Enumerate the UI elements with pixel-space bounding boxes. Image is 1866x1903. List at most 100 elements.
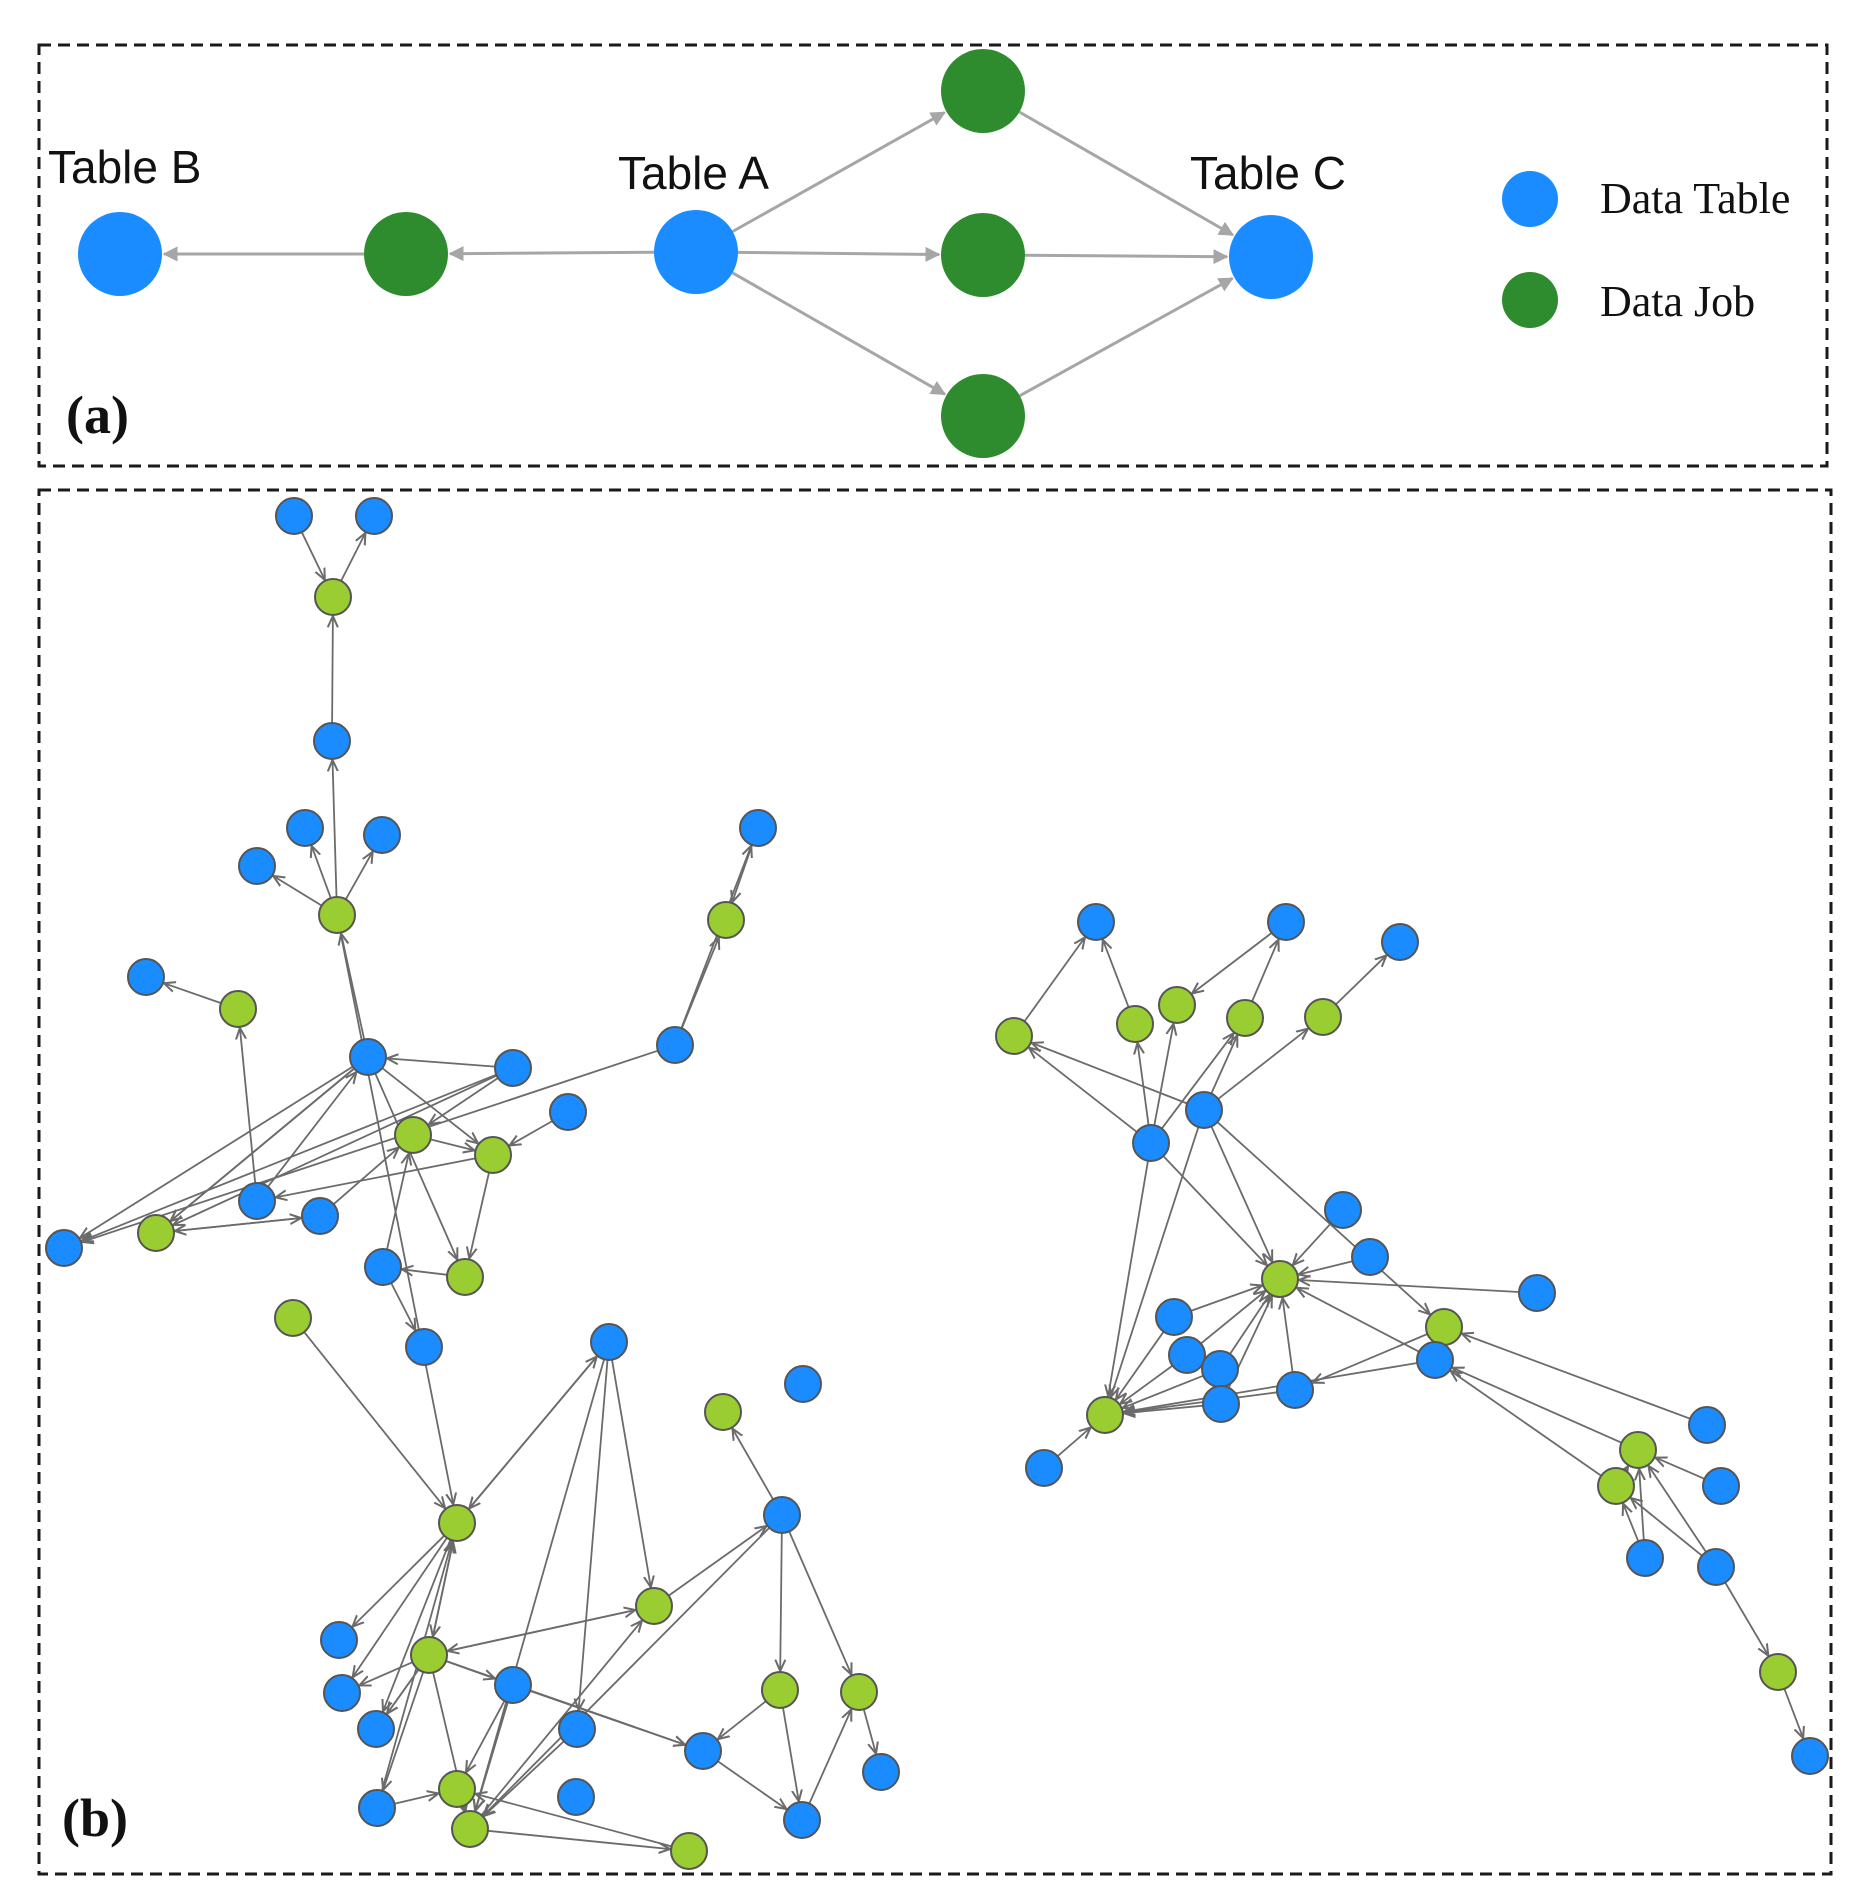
data-table-node: [355, 497, 393, 535]
edge: [510, 1120, 553, 1146]
data-table-node: [323, 1674, 361, 1712]
edge: [1462, 1334, 1691, 1420]
edge: [448, 1608, 637, 1651]
edge: [300, 531, 325, 580]
data-job-node: [761, 1671, 799, 1709]
edge: [788, 1531, 851, 1675]
edge: [1200, 1291, 1265, 1345]
data-table-node: [238, 1182, 276, 1220]
data-table-node: [45, 1229, 83, 1267]
table-b-label: Table B: [48, 141, 201, 193]
data-job-node: [635, 1587, 673, 1625]
data-job-node: [274, 1299, 312, 1337]
data-job-node: [394, 1116, 432, 1154]
data-table-node: [238, 847, 276, 885]
edge: [668, 1526, 767, 1597]
data-table-node: [784, 1365, 822, 1403]
edge: [1108, 1160, 1149, 1397]
data-table-node: [1702, 1467, 1740, 1505]
data-job-node: [318, 896, 356, 934]
edge: [1623, 1504, 1640, 1542]
edge: [303, 1331, 445, 1508]
edge: [1210, 1126, 1272, 1261]
edge: [240, 1028, 257, 1184]
table-a-label: Table A: [618, 147, 769, 199]
edge: [387, 1669, 420, 1714]
data-job-node: [707, 901, 745, 939]
data-table-node: [1155, 1298, 1193, 1336]
edge: [1293, 1222, 1332, 1265]
data-table-node: [557, 1778, 595, 1816]
edge: [353, 1537, 448, 1677]
edge: [1313, 1333, 1428, 1383]
edge: [353, 1535, 445, 1627]
panel-a-nodes: [78, 49, 1313, 458]
data-job-node: [314, 578, 352, 616]
legend: Data Table Data Job: [1502, 171, 1790, 328]
data-table-node: [1267, 903, 1305, 941]
data-table-node: [1688, 1406, 1726, 1444]
edge: [469, 1172, 490, 1259]
data-table-node: [684, 1732, 722, 1770]
data-table-node: [286, 809, 324, 847]
data-job-node: [1116, 1005, 1154, 1043]
data-table-node: [1077, 903, 1115, 941]
edge: [487, 1829, 670, 1849]
edge: [267, 1072, 356, 1188]
edge: [780, 1532, 782, 1671]
data-table-node: [275, 497, 313, 535]
edge: [1123, 1374, 1204, 1408]
data-table-node: [1185, 1091, 1223, 1129]
edge: [276, 1157, 476, 1197]
edge: [340, 533, 365, 582]
edge: [862, 1709, 876, 1753]
edge: [448, 246, 655, 262]
edge: [579, 1359, 609, 1710]
data-table-node: [1697, 1548, 1735, 1586]
edge: [1299, 1260, 1353, 1274]
panel-a-tag: (a): [66, 385, 129, 445]
edge: [1024, 249, 1229, 265]
panel-a-edges: [162, 110, 1235, 398]
data-table-node: [1132, 1124, 1170, 1162]
legend-data-job-swatch: [1502, 272, 1558, 328]
edge: [374, 1073, 457, 1260]
edge: [1029, 1048, 1138, 1133]
edge: [82, 1073, 497, 1241]
edge: [333, 760, 337, 898]
data-job-node: [364, 212, 448, 296]
data-table-node: [1201, 1350, 1239, 1388]
legend-data-table-swatch: [1502, 171, 1558, 227]
edge: [737, 246, 941, 262]
edge: [1192, 932, 1273, 994]
panel-b-border: [37, 488, 1833, 1876]
data-table-node: [313, 722, 351, 760]
edge: [429, 1077, 499, 1124]
data-table-node: [357, 1710, 395, 1748]
edge: [164, 983, 222, 1004]
data-table-node: [1025, 1449, 1063, 1487]
edge: [731, 271, 947, 396]
data-table-node: [78, 212, 162, 296]
edge: [1451, 1371, 1602, 1477]
data-table-node: [127, 958, 165, 996]
panel-a-border: [37, 43, 1829, 468]
data-job-node: [941, 49, 1025, 133]
legend-data-table-label: Data Table: [1600, 174, 1790, 223]
data-job-node: [451, 1810, 489, 1848]
edge: [386, 1154, 409, 1250]
data-table-node: [1351, 1238, 1389, 1276]
edge: [387, 1058, 496, 1068]
edge: [445, 1660, 495, 1679]
edge: [1138, 1043, 1150, 1126]
data-job-node: [219, 990, 257, 1028]
data-job-node: [1619, 1431, 1657, 1469]
edge: [1116, 1331, 1165, 1400]
data-table-node: [763, 1496, 801, 1534]
edge: [1631, 1498, 1703, 1557]
edge: [345, 852, 373, 900]
edge: [273, 876, 323, 907]
edge: [680, 846, 751, 1029]
data-table-node: [656, 1026, 694, 1064]
edge: [312, 846, 332, 899]
